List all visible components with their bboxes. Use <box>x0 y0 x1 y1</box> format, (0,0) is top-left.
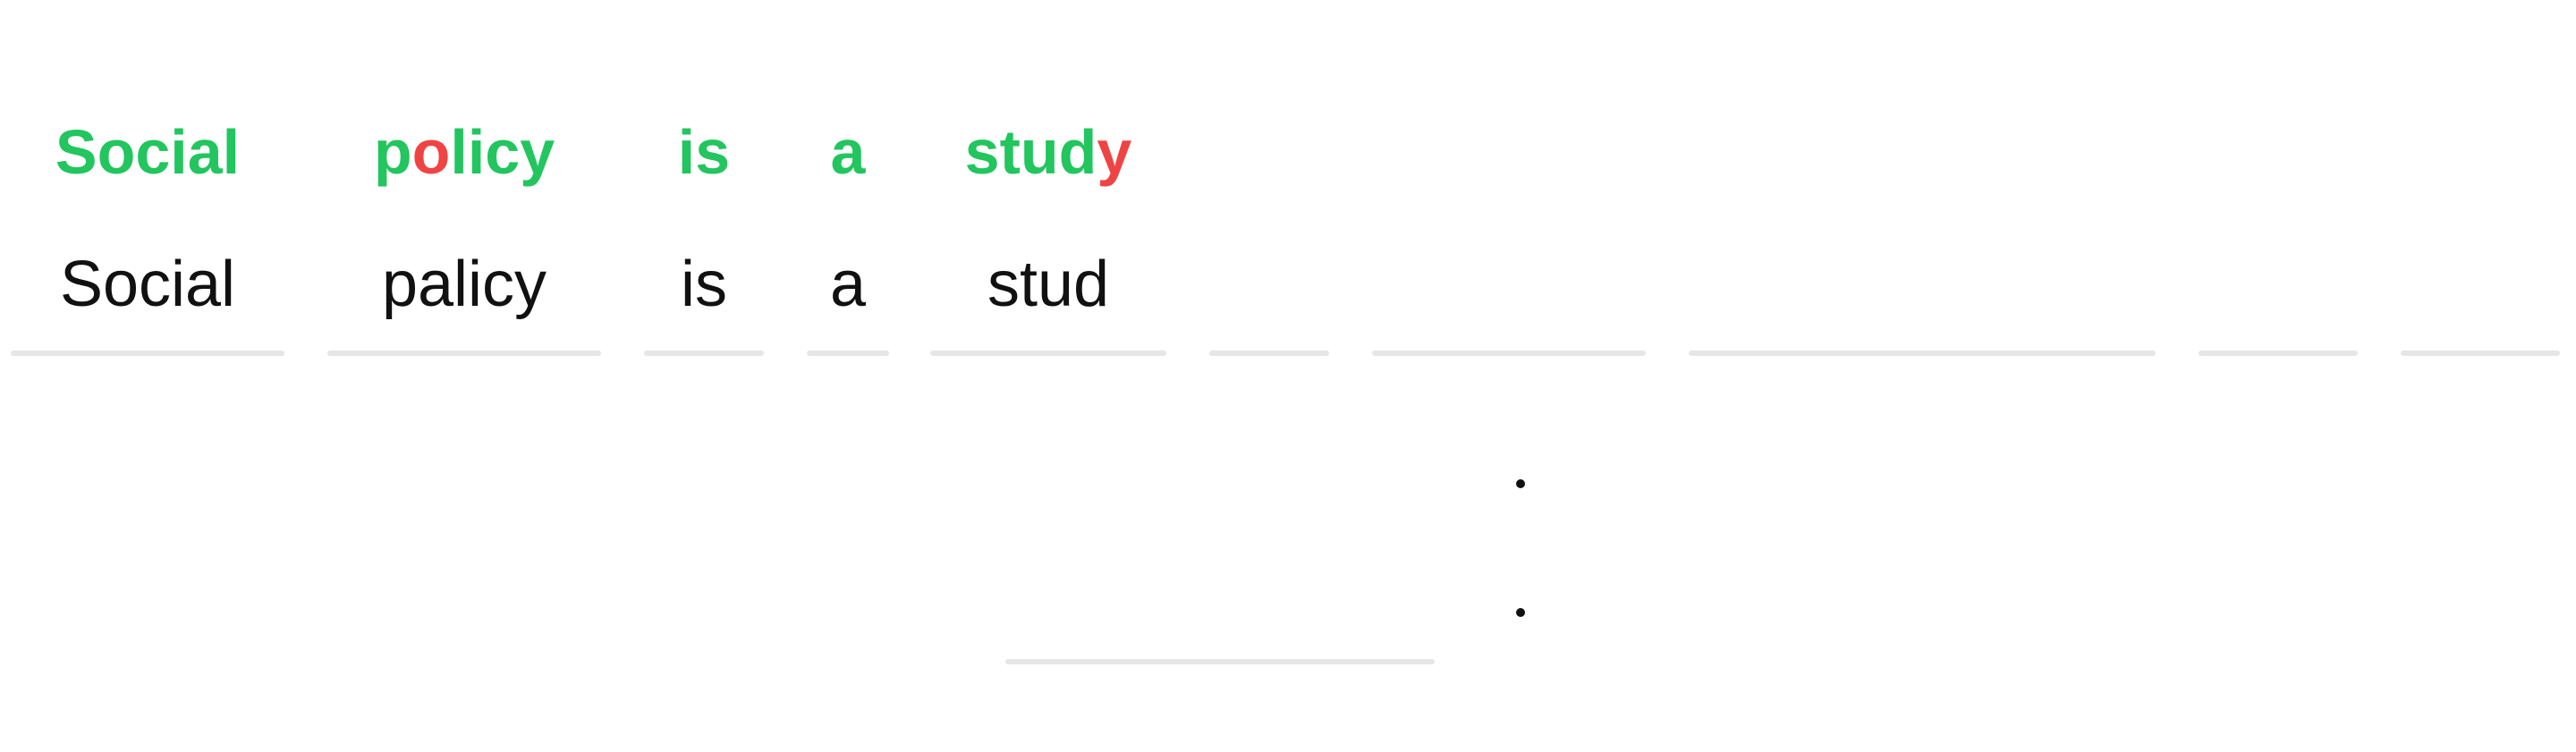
word-underline-3 <box>644 351 764 356</box>
correction-word-1: Social <box>11 121 284 183</box>
word-underline-8 <box>1689 351 2156 356</box>
word-underline-2 <box>327 351 601 356</box>
word-underline-6 <box>1209 351 1329 356</box>
correction-segment: licy <box>450 117 555 187</box>
word-slot-3[interactable]: is is <box>644 0 764 358</box>
word-slot-4[interactable]: a a <box>807 0 889 358</box>
typed-word-2: palicy <box>381 249 547 320</box>
word-underline-4 <box>807 351 889 356</box>
correction-segment: a <box>830 117 866 187</box>
word-underline-10 <box>2401 351 2560 356</box>
word-underline-9 <box>2199 351 2358 356</box>
word-slot-8[interactable] <box>1689 0 2156 358</box>
typed-word-3: is <box>681 249 727 320</box>
next-line-word-underline[interactable] <box>1005 659 1435 664</box>
correction-segment: stud <box>964 117 1097 187</box>
correction-segment: p <box>373 117 412 187</box>
correction-word-4: a <box>807 121 889 183</box>
typed-word-4: a <box>829 249 867 320</box>
correction-error-letter: y <box>1097 117 1132 187</box>
word-slot-7[interactable] <box>1372 0 1646 358</box>
word-underline-1 <box>11 351 284 356</box>
correction-segment: Social <box>55 117 241 187</box>
correction-segment: is <box>677 117 731 187</box>
correction-word-3: is <box>644 121 764 183</box>
correction-word-2: policy <box>327 121 601 183</box>
word-slot-5[interactable]: study stud <box>930 0 1166 358</box>
word-slot-6[interactable] <box>1209 0 1329 358</box>
word-slot-2[interactable]: policy palicy <box>327 0 601 358</box>
typed-word-1: Social <box>59 249 236 320</box>
separator-dot-lower <box>1516 608 1525 617</box>
word-slot-9[interactable] <box>2199 0 2358 358</box>
correction-word-5: study <box>930 121 1166 183</box>
word-slot-1[interactable]: Social Social <box>11 0 284 358</box>
correction-error-letter: o <box>411 117 451 187</box>
separator-dot-upper <box>1516 479 1525 488</box>
word-slot-10[interactable] <box>2401 0 2560 358</box>
word-underline-5 <box>930 351 1166 356</box>
word-underline-7 <box>1372 351 1646 356</box>
typed-word-5: stud <box>987 249 1110 320</box>
